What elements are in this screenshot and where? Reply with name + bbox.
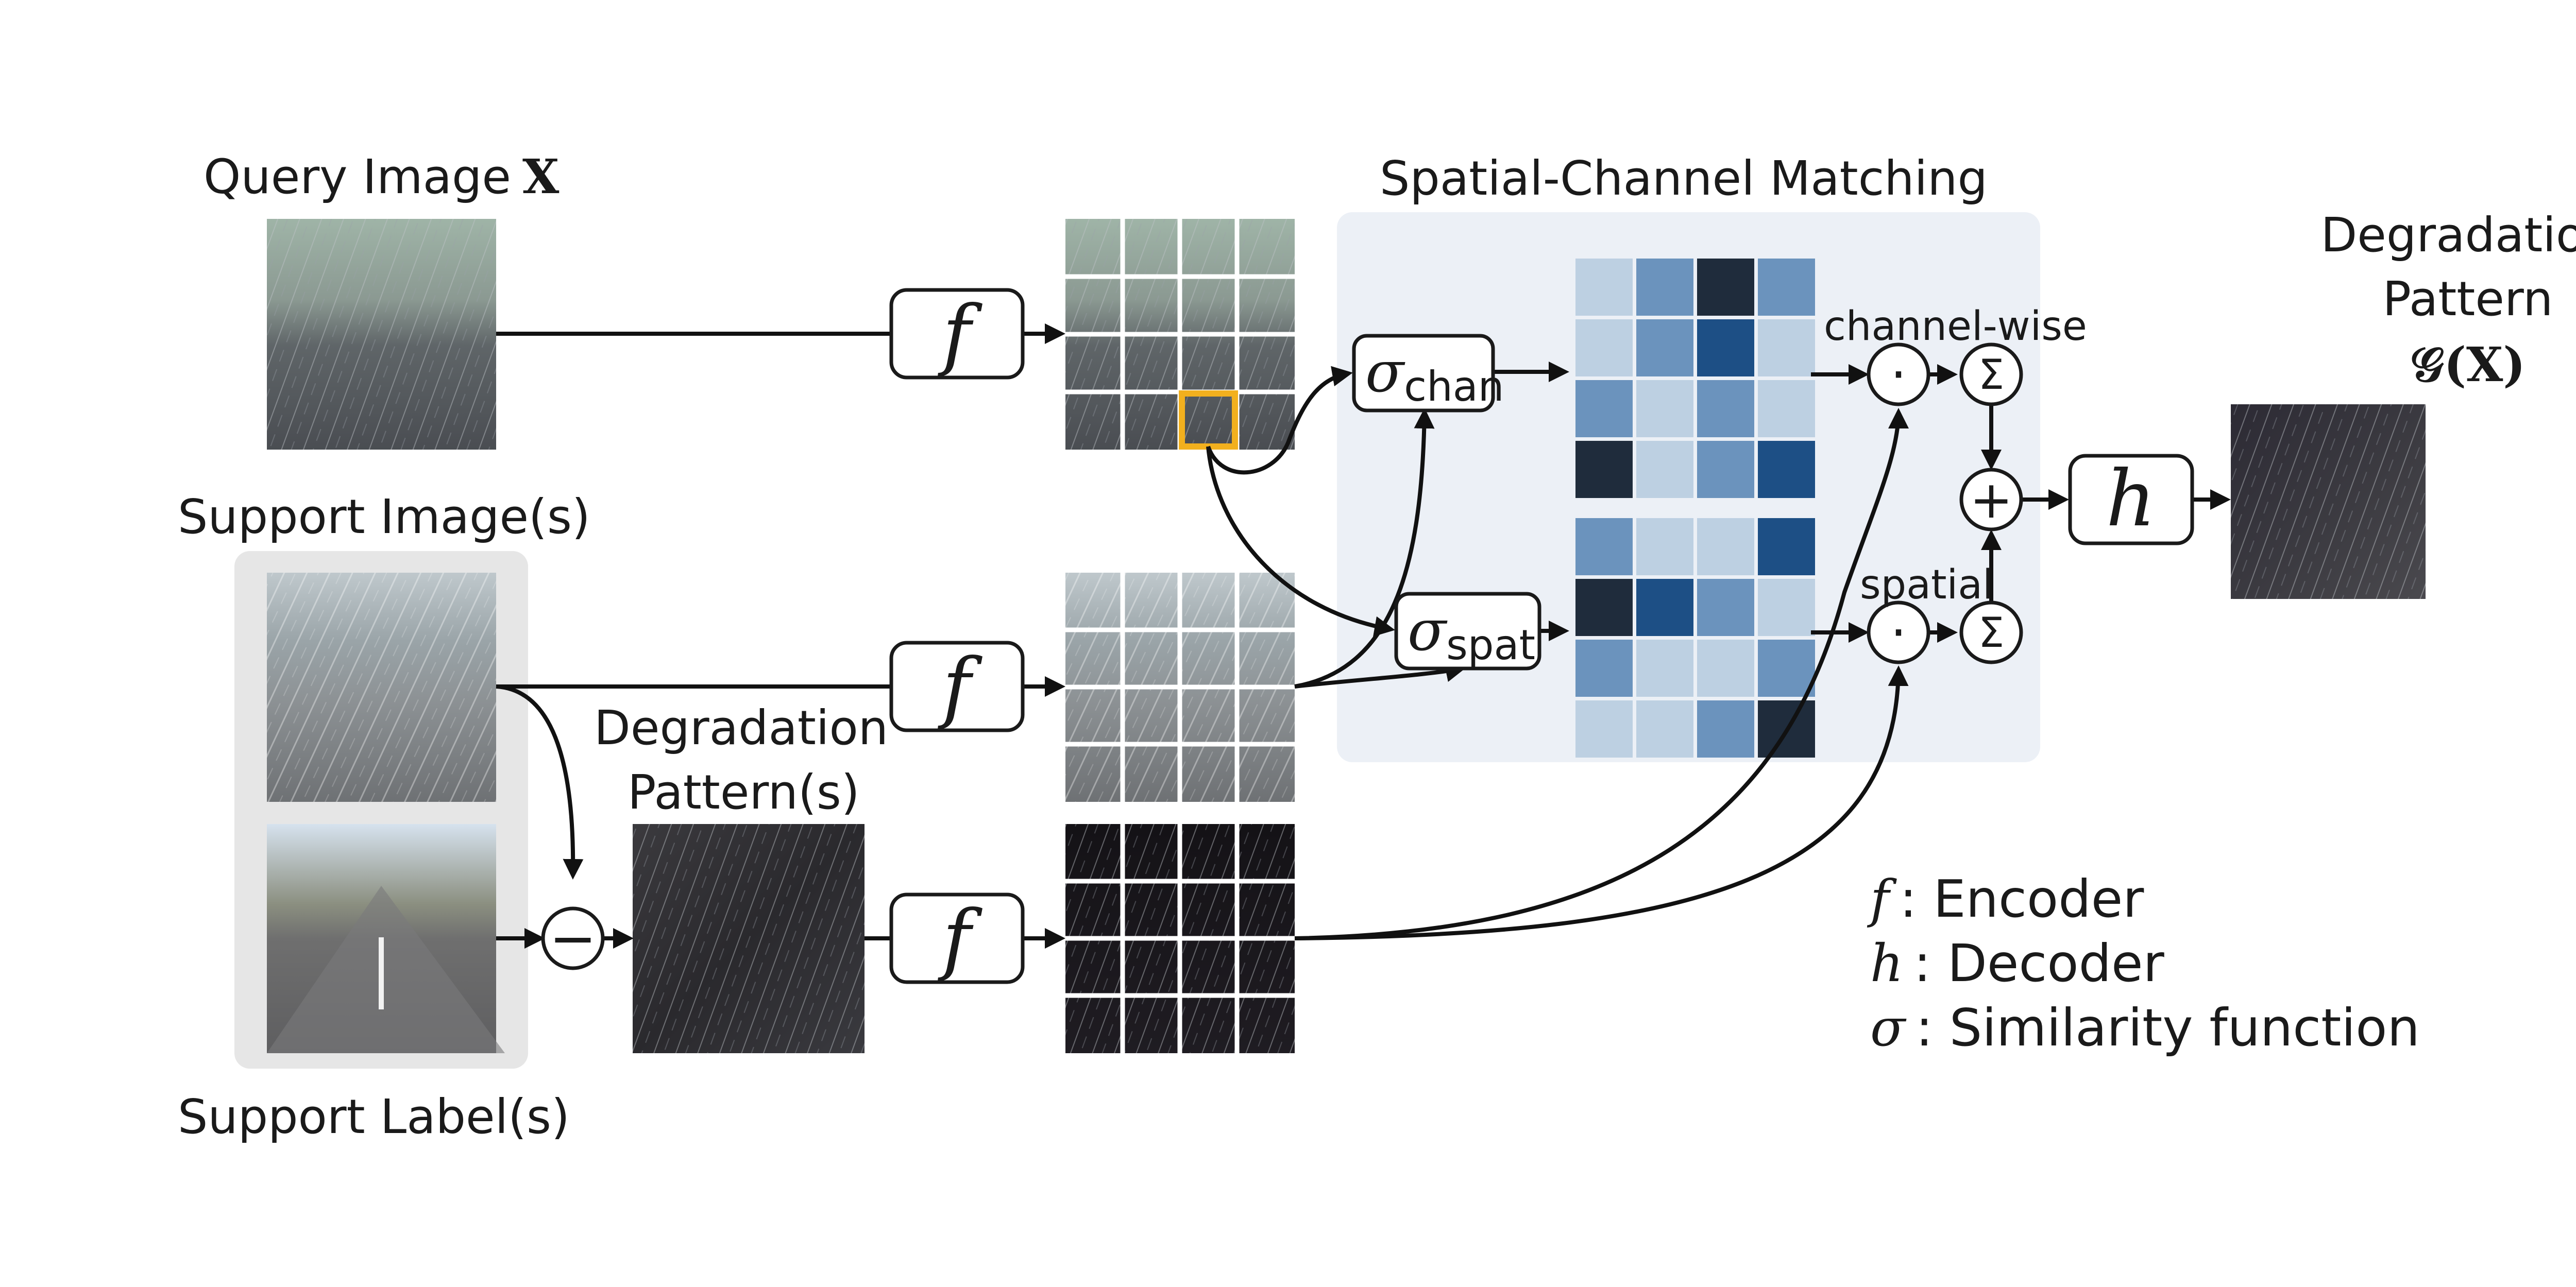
edge-support-to-minus — [496, 684, 584, 880]
matching-title: Spatial-Channel Matching — [1380, 151, 1988, 206]
legend-similarity: σ: Similarity function — [1870, 998, 2420, 1058]
legend: f: Encoder h: Decoder σ: Similarity func… — [1867, 869, 2420, 1058]
channel-matrix-cell — [1636, 319, 1693, 376]
svg-text:Σ: Σ — [1978, 351, 2005, 399]
support-labels-title: Support Label(s) — [178, 1089, 570, 1144]
output-title-line1: Degradation — [2320, 208, 2576, 263]
spatial-matrix-cell — [1758, 579, 1815, 636]
spatial-matrix-cell — [1697, 579, 1754, 636]
spatial-matrix-cell — [1575, 700, 1633, 758]
support-feature-grid — [1065, 573, 1295, 802]
channel-multiply-operator: ⋅ — [1867, 342, 1930, 406]
spatial-sum-operator: Σ — [1959, 600, 2023, 664]
channel-wise-label: channel-wise — [1824, 303, 2087, 350]
degradation-patterns-title-line2: Pattern(s) — [628, 765, 860, 820]
edge-patch-to-sigma-spat — [1206, 446, 1395, 637]
edge-support-grid-to-sigma-spat — [1294, 661, 1466, 689]
svg-text:σspat: σspat — [1408, 597, 1535, 669]
svg-text:⋅: ⋅ — [1890, 345, 1907, 405]
output-title-symbol: 𝒢(X) — [2410, 337, 2526, 392]
spatial-label: spatial — [1860, 562, 1994, 608]
encoder-node-degradation: f — [889, 893, 1025, 984]
query-image — [267, 219, 496, 450]
svg-text:⋅: ⋅ — [1890, 603, 1907, 663]
channel-sum-operator: Σ — [1959, 342, 2023, 406]
add-operator: + — [1959, 468, 2023, 531]
channel-matrix-cell — [1697, 441, 1754, 498]
edges — [496, 323, 2231, 949]
spatial-matrix-cell — [1636, 518, 1693, 575]
channel-matrix-cell — [1697, 380, 1754, 437]
output-title-line2: Pattern — [2383, 271, 2553, 327]
encoder-node-query: f — [889, 288, 1025, 380]
spatial-matrix-cell — [1758, 640, 1815, 697]
degradation-pattern-image — [633, 824, 865, 1053]
svg-text:h: h — [2106, 454, 2156, 544]
subtract-operator: − — [541, 905, 605, 971]
spatial-matrix-cell — [1636, 579, 1693, 636]
spatial-matrix-cell — [1575, 640, 1633, 697]
sigma-chan-node: σchan — [1352, 334, 1504, 413]
channel-matrix-cell — [1758, 259, 1815, 316]
spatial-matrix-cell — [1697, 640, 1754, 697]
query-feature-grid — [1065, 219, 1295, 450]
edge-degradation-grid-to-dot-spat — [1294, 665, 1909, 940]
spatial-matrix-cell — [1758, 518, 1815, 575]
channel-matrix-cell — [1697, 259, 1754, 316]
degradation-feature-grid — [1065, 824, 1295, 1053]
support-image — [267, 573, 496, 802]
channel-matrix-cell — [1697, 319, 1754, 376]
spatial-matrix-cell — [1697, 518, 1754, 575]
support-label-image — [267, 824, 505, 1053]
spatial-similarity-matrix — [1575, 518, 1815, 758]
spatial-matrix-cell — [1636, 640, 1693, 697]
svg-text:Σ: Σ — [1978, 609, 2005, 657]
sigma-spat-node: σspat — [1394, 592, 1541, 671]
encoder-node-support: f — [889, 641, 1025, 732]
decoder-node: h — [2068, 454, 2194, 545]
edge-patch-to-sigma-chan — [1206, 366, 1353, 475]
spatial-matrix-cell — [1636, 700, 1693, 758]
spatial-matrix-cell — [1575, 579, 1633, 636]
channel-matrix-cell — [1636, 259, 1693, 316]
legend-encoder: f: Encoder — [1867, 869, 2144, 929]
edge-degradation-grid-to-dot-chan — [1294, 408, 1909, 940]
channel-matrix-cell — [1575, 319, 1633, 376]
edge-support-grid-to-sigma-chan — [1294, 408, 1435, 689]
channel-matrix-cell — [1575, 259, 1633, 316]
legend-decoder: h: Decoder — [1870, 933, 2165, 993]
channel-similarity-matrix — [1575, 259, 1815, 498]
svg-text:+: + — [1970, 470, 2013, 530]
svg-text:σchan: σchan — [1365, 339, 1504, 410]
output-degradation-image — [2231, 404, 2426, 599]
spatial-matrix-cell — [1575, 518, 1633, 575]
channel-matrix-cell — [1636, 380, 1693, 437]
spatial-multiply-operator: ⋅ — [1867, 600, 1930, 664]
channel-matrix-cell — [1636, 441, 1693, 498]
spatial-matrix-cell — [1697, 700, 1754, 758]
channel-matrix-cell — [1575, 441, 1633, 498]
support-images-title: Support Image(s) — [178, 489, 590, 544]
channel-matrix-cell — [1575, 380, 1633, 437]
degradation-patterns-title-line1: Degradation — [594, 700, 888, 756]
channel-matrix-cell — [1758, 319, 1815, 376]
channel-matrix-cell — [1758, 380, 1815, 437]
channel-matrix-cell — [1758, 441, 1815, 498]
svg-text:−: − — [549, 905, 597, 971]
